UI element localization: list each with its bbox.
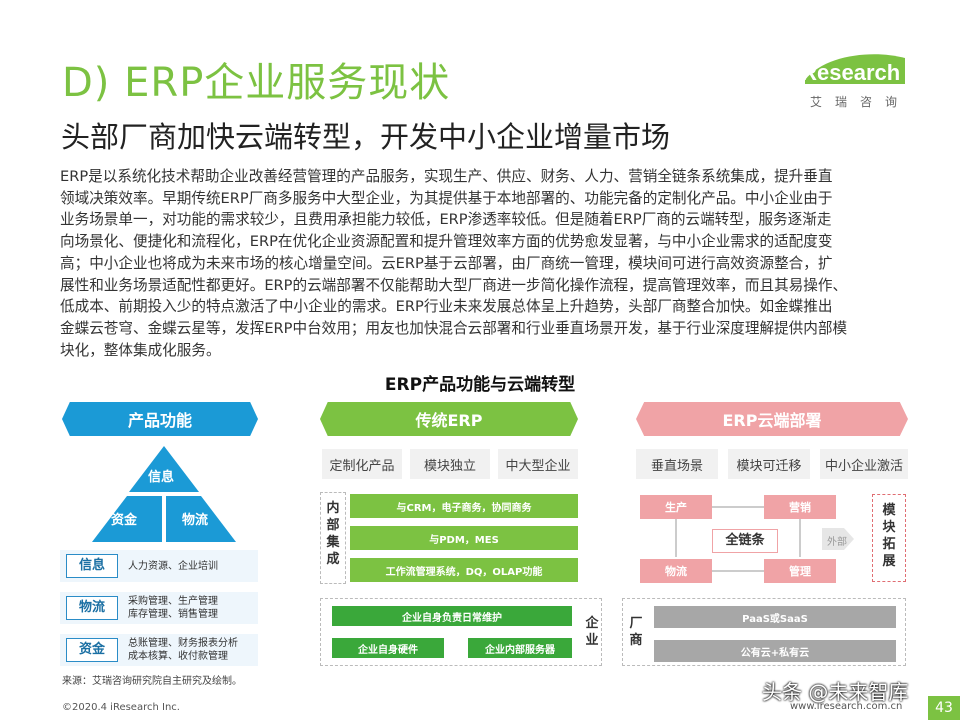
pyramid-right-logistics [166,496,236,542]
function-row: 信息 人力资源、企业培训 [60,550,258,582]
integration-bar: 与PDM，MES [350,526,578,550]
body-line: 低成本、前期投入少的特点激活了中小企业的需求。ERP行业未来发展总体呈上升趋势，… [60,298,833,316]
page-number: 43 [928,696,960,720]
pyramid-label-logistics: 物流 [182,513,209,528]
watermark: 头条 @未来智库 [762,680,909,704]
function-desc: 采购管理、生产管理 库存管理、销售管理 [128,592,218,624]
enterprise-bar: 企业内部服务器 [468,638,572,658]
full-chain-center: 全链条 [712,529,778,553]
pyramid-top-info [129,446,199,492]
enterprise-bar: 企业自身负责日常维护 [332,606,572,626]
enterprise-bar: 企业自身硬件 [332,638,444,658]
function-tag: 物流 [66,596,118,620]
body-line: 领域决策效率。早期传统ERP厂商多服务中大型企业，为其提供基于本地部署的、功能完… [60,189,833,207]
pyramid-left-funds [92,496,162,542]
function-desc-line: 人力资源、企业培训 [128,560,218,572]
integration-bar: 工作流管理系统，DQ，OLAP功能 [350,558,578,582]
vendor-bar: 公有云+私有云 [654,640,896,662]
body-line: 向场景化、便捷化和流程化，ERP在优化企业资源配置和提升管理效率方面的优势愈发显… [60,233,833,251]
page-title: D) ERP企业服务现状 [62,60,451,106]
traditional-erp-banner: 传统ERP [320,402,578,436]
vendor-box [622,598,906,666]
function-desc-line: 成本核算、收付款管理 [128,651,228,662]
function-desc: 人力资源、企业培训 [128,550,218,582]
product-function-banner: 产品功能 [62,402,258,436]
body-paragraph: ERP是以系统化技术帮助企业改善经营管理的产品服务，实现生产、供应、财务、人力、… [60,166,930,361]
pyramid-label-info: 信息 [148,470,175,485]
function-desc-line: 总账管理、财务报表分析 [128,638,238,649]
chain-node: 营销 [764,495,836,519]
pyramid-label-funds: 资金 [111,513,138,528]
body-line: 金蝶云苍穹、金蝶云星等，发挥ERP中台效用；用友也加快混合云部署和行业垂直场景开… [60,319,848,337]
enterprise-box [320,598,602,666]
module-expansion-label: 模块拓展 [882,503,896,569]
body-line: 块化，整体集成化服务。 [60,341,221,359]
module-expansion-box [872,494,906,582]
diagram-title: ERP产品功能与云端转型 [384,375,576,395]
chain-node: 物流 [640,559,712,583]
function-tag: 信息 [66,554,118,578]
logo-text: iResearch [795,60,901,85]
vendor-bar: PaaS或SaaS [654,606,896,628]
body-line: 展性和业务场景适配性都更好。ERP的云端部署不仅能帮助大型厂商进一步简化操作流程… [60,276,848,294]
trait-chip: 定制化产品 [322,449,402,479]
page-subtitle: 头部厂商加快云端转型，开发中小企业增量市场 [61,120,671,154]
vendor-label: 厂商 [629,616,643,648]
function-desc-line: 采购管理、生产管理 [128,596,218,607]
function-desc-line: 库存管理、销售管理 [128,609,218,620]
trait-chip: 中大型企业 [498,449,578,479]
trait-chip: 模块独立 [410,449,490,479]
copyright: ©2020.4 iResearch Inc. [62,702,180,713]
chain-node: 生产 [640,495,712,519]
internal-integration-label: 内部集成 [326,501,340,567]
logo-chinese-text: 艾瑞咨询 [810,95,911,109]
integration-bar: 与CRM，电子商务，协同商务 [350,494,578,518]
enterprise-label: 企业 [585,616,599,648]
external-label: 外部 [827,537,847,548]
trait-chip: 模块可迁移 [728,449,810,479]
body-line: ERP是以系统化技术帮助企业改善经营管理的产品服务，实现生产、供应、财务、人力、… [60,168,833,185]
website: www.iresearch.com.cn [790,701,903,712]
iresearch-logo: iResearch [795,54,905,86]
function-desc: 总账管理、财务报表分析 成本核算、收付款管理 [128,634,238,666]
body-line: 业务场景单一，对功能的需求较少，且费用承担能力较低，ERP渗透率较低。但是随着E… [60,211,832,229]
body-line: 高；中小企业也将成为未来市场的核心增量空间。云ERP基于云部署，由厂商统一管理，… [60,254,833,272]
cloud-erp-banner: ERP云端部署 [636,402,908,436]
function-pyramid [92,446,236,542]
internal-integration-box [320,492,346,584]
function-tag: 资金 [66,638,118,662]
function-row: 物流 采购管理、生产管理 库存管理、销售管理 [60,592,258,624]
logo-swoosh-icon [805,54,905,84]
source-note: 来源：艾瑞咨询研究院自主研究及绘制。 [62,676,242,687]
trait-chip: 中小企业激活 [820,449,908,479]
trait-chip: 垂直场景 [636,449,718,479]
chain-node: 管理 [764,559,836,583]
function-row: 资金 总账管理、财务报表分析 成本核算、收付款管理 [60,634,258,666]
